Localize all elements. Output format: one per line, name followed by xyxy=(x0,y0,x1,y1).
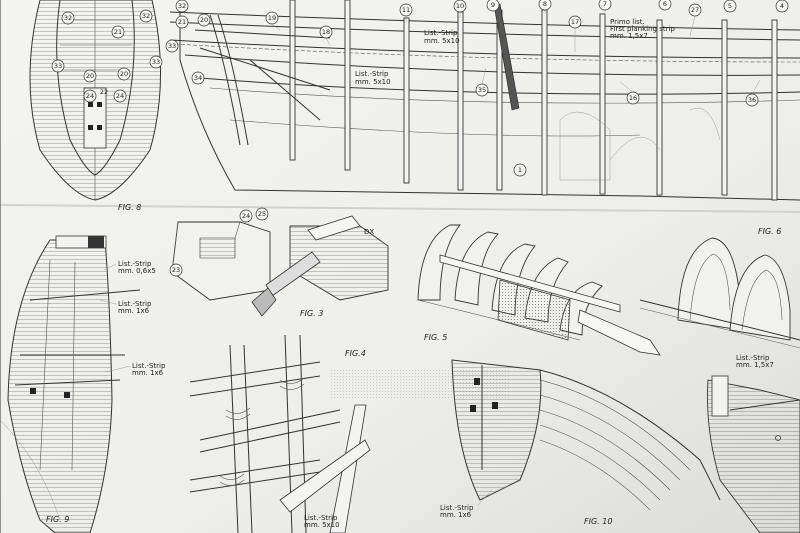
part-6-label: 6 xyxy=(663,0,667,8)
part-10-label: 10 xyxy=(456,2,464,10)
fig9-stern-view: List.-Strip mm. 0,6x5 List.-Strip mm. 1x… xyxy=(0,235,166,533)
fig3-part-23: 23 xyxy=(172,266,180,274)
strip-5x10-mid-label: List.-Strip xyxy=(355,70,389,78)
fig4-rigging-ties: FIG.4 List.-Strip mm. 5x10 xyxy=(189,334,371,533)
fig8-caption: FIG. 8 xyxy=(118,203,141,212)
part-11-label: 11 xyxy=(402,6,410,14)
fig6-arched-frames: FIG. 6 List.-Strip mm. 1,5x7 xyxy=(639,227,800,369)
fig4-strip-label: List.-Strip xyxy=(304,514,338,522)
fig8-part-33b: 33 xyxy=(152,58,160,66)
fig10-strip-size: mm. 1x6 xyxy=(440,511,472,519)
part-17-label: 17 xyxy=(571,18,579,26)
fig9-strip-b-label: List.-Strip xyxy=(118,300,152,308)
part-36-label: 36 xyxy=(748,96,756,104)
first-planking-strip-size: mm. 1,5x7 xyxy=(610,32,648,40)
fig8-part-21: 21 xyxy=(114,28,122,36)
part-callouts-top: 11 10 9 8 7 6 17 27 5 4 19 18 21 xyxy=(165,0,789,177)
fig8-bow-view: 32 32 21 33 33 20 20 24 24 22 FIG. 8 xyxy=(0,0,163,533)
fig3-caption: FIG. 3 xyxy=(300,309,323,318)
fig8-part-22: 22 xyxy=(100,88,108,96)
part-7-label: 7 xyxy=(603,0,607,8)
part-18-label: 18 xyxy=(322,28,330,36)
part-16-label: 16 xyxy=(629,94,637,102)
primo-listello-label: Primo list. xyxy=(610,18,645,26)
part-4-label: 4 xyxy=(780,2,784,10)
fig3-part-25: 25 xyxy=(258,210,266,218)
fig10-caption: FIG. 10 xyxy=(584,517,612,526)
fig9-strip-a-label: List.-Strip xyxy=(118,260,152,268)
fig10-strip-label: List.-Strip xyxy=(440,504,474,512)
fig9-strip-c-label: List.-Strip xyxy=(132,362,166,370)
fig6-strip-size: mm. 1,5x7 xyxy=(736,361,774,369)
fig9-strip-c-size: mm. 1x6 xyxy=(132,369,164,377)
first-planking-strip-label: First planking strip xyxy=(610,25,675,33)
dx-label: DX xyxy=(364,228,374,236)
part-21-label: 21 xyxy=(178,18,186,26)
part-33-label: 33 xyxy=(168,42,176,50)
part-5-label: 5 xyxy=(728,2,732,10)
frame-posts xyxy=(289,0,778,201)
fig8-callouts: 32 32 21 33 33 20 20 24 24 22 xyxy=(51,9,163,103)
part-1-label: 1 xyxy=(518,166,522,174)
fig8-part-32a: 32 xyxy=(64,14,72,22)
fold-crease xyxy=(0,204,800,213)
fig8-part-33a: 33 xyxy=(54,62,62,70)
stern-detail-bottom-right xyxy=(707,375,800,533)
fig9-strip-a-size: mm. 0,6x5 xyxy=(118,267,156,275)
dotted-texture-area xyxy=(330,370,510,400)
strip-5x10-mid-size: mm. 5x10 xyxy=(355,78,391,86)
fig4-strip-size: mm. 5x10 xyxy=(304,521,340,529)
fig8-part-20a: 20 xyxy=(86,72,94,80)
fig3-part-24: 24 xyxy=(242,212,250,220)
part-27-label: 27 xyxy=(691,6,699,14)
fig8-part-24a: 24 xyxy=(86,92,94,100)
hull-side-elevation: 11 10 9 8 7 6 17 27 5 4 19 18 21 xyxy=(165,0,800,201)
part-20-label: 20 xyxy=(200,16,208,24)
part-8-label: 8 xyxy=(543,0,547,8)
fig8-part-32b: 32 xyxy=(142,12,150,20)
fig9-strip-b-size: mm. 1x6 xyxy=(118,307,150,315)
part-9-label: 9 xyxy=(491,1,495,9)
part-34-label: 34 xyxy=(194,74,202,82)
fig9-caption: FIG. 9 xyxy=(46,515,69,524)
fig3-keel-joint: 24 25 23 DX FIG. 3 xyxy=(169,207,389,318)
fig5-frame-assembly: FIG. 5 xyxy=(417,224,661,356)
part-19-label: 19 xyxy=(268,14,276,22)
fig8-part-24b: 24 xyxy=(116,92,124,100)
fig8-part-20b: 20 xyxy=(120,70,128,78)
part-35-label: 35 xyxy=(478,86,486,94)
fig6-strip-label: List.-Strip xyxy=(736,354,770,362)
part-32-label: 32 xyxy=(178,2,186,10)
fig4-caption: FIG.4 xyxy=(345,349,366,358)
fig6-caption: FIG. 6 xyxy=(758,227,781,236)
fig5-caption: FIG. 5 xyxy=(424,333,447,342)
strip-5x10-top-size: mm. 5x10 xyxy=(424,37,460,45)
strip-5x10-top-label: List.-Strip xyxy=(424,29,458,37)
